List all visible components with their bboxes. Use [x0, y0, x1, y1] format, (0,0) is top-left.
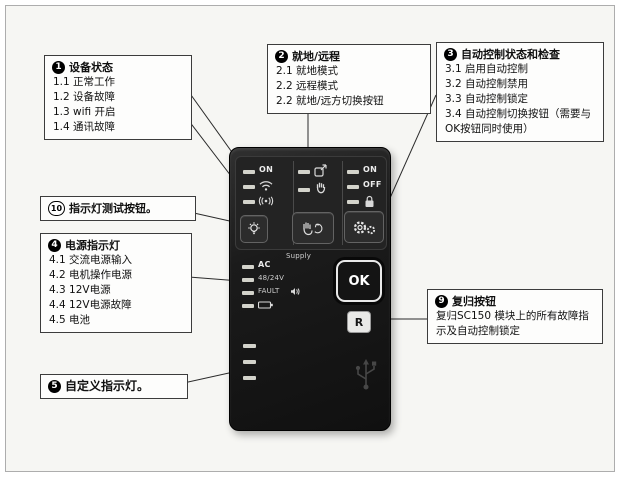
lock-icon: [365, 195, 374, 207]
lamp-test-icon: [248, 222, 260, 235]
battery-led: [242, 304, 254, 308]
callout-item: 复归SC150 模块上的所有故障指示及自动控制锁定: [436, 310, 589, 337]
callout-item: 2.2 就地/远方切换按钮: [276, 95, 384, 107]
auto-on-led: [347, 170, 359, 174]
comm-signal-icon: [258, 196, 274, 206]
callout-custom-indicators-title: 5 自定义指示灯。: [48, 379, 180, 394]
ac-power-led: [242, 265, 254, 269]
ok-button[interactable]: OK: [336, 260, 382, 302]
battery-icon: [258, 301, 273, 309]
callout-local-remote: 2 就地/远程 2.1 就地模式 2.2 远程模式 2.2 就地/远方切换按钮: [267, 44, 431, 114]
column-divider: [293, 161, 294, 245]
callout-custom-indicators-text: 自定义指示灯。: [65, 379, 150, 393]
number-badge-1: 1: [52, 61, 65, 74]
gear-icon: [353, 220, 376, 234]
comm-fault-led: [243, 200, 255, 204]
callout-auto-control-text: 自动控制状态和检查: [461, 48, 560, 61]
local-mode-led: [298, 188, 310, 192]
callout-item: 1.4 通讯故障: [53, 121, 116, 133]
usb-icon: [355, 359, 377, 390]
callout-item: 3.2 自动控制禁用: [445, 78, 529, 90]
callout-power-indicators-title: 4 电源指示灯: [48, 238, 184, 253]
fault-led: [242, 291, 254, 295]
callout-item: 2.2 远程模式: [276, 80, 339, 92]
column-divider: [342, 161, 343, 245]
number-badge-5: 5: [48, 380, 61, 393]
callout-reset-title: 9 复归按钮: [435, 294, 595, 309]
reset-button[interactable]: R: [347, 311, 371, 333]
number-badge-3: 3: [444, 48, 457, 61]
callout-power-indicators-text: 电源指示灯: [65, 239, 120, 252]
local-hand-icon: [316, 182, 326, 194]
callout-item: 4.5 电池: [49, 314, 91, 326]
callout-device-status-text: 设备状态: [69, 61, 113, 74]
callout-item: 1.1 正常工作: [53, 76, 116, 88]
auto-control-button[interactable]: [344, 211, 384, 243]
sc150-control-panel: ON: [229, 147, 391, 431]
status-on-led: [243, 170, 255, 174]
number-badge-4: 4: [48, 239, 61, 252]
callout-auto-control-title: 3 自动控制状态和检查: [444, 47, 596, 62]
motor-power-led: [242, 278, 254, 282]
callout-device-status: 1 设备状态 1.1 正常工作 1.2 设备故障 1.3 wifi 开启 1.4…: [44, 55, 192, 140]
mode-switch-icon: [303, 222, 323, 235]
remote-mode-icon: [314, 164, 327, 177]
custom-led-3: [243, 376, 256, 380]
callout-item: 3.1 启用自动控制: [445, 63, 529, 75]
callout-device-status-title: 1 设备状态: [52, 60, 184, 75]
auto-on-label: ON: [363, 165, 378, 174]
lamp-test-button[interactable]: [240, 215, 268, 243]
callout-item: 1.2 设备故障: [53, 91, 116, 103]
callout-lamp-test-title: 10 指示灯测试按钮。: [48, 201, 188, 216]
dc-voltage-label: 48/24V: [258, 274, 285, 282]
custom-led-2: [243, 360, 256, 364]
callout-auto-control: 3 自动控制状态和检查 3.1 启用自动控制 3.2 自动控制禁用 3.3 自动…: [436, 42, 604, 142]
callout-item: 4.1 交流电源输入: [49, 254, 133, 266]
wifi-icon: [259, 181, 273, 191]
speaker-icon: [291, 288, 300, 295]
callout-item: 4.3 12V电源: [49, 284, 111, 296]
callout-item: 4.4 12V电源故障: [49, 299, 132, 311]
callout-item: 1.3 wifi 开启: [53, 106, 116, 118]
fault-label: FAULT: [258, 287, 280, 295]
supply-label: Supply: [286, 252, 312, 260]
callout-lamp-test-text: 指示灯测试按钮。: [69, 202, 157, 215]
callout-reset-text: 复归按钮: [452, 295, 496, 308]
ac-label: AC: [258, 260, 271, 269]
number-badge-2: 2: [275, 50, 288, 63]
auto-off-label: OFF: [363, 180, 382, 189]
callout-reset: 9 复归按钮 复归SC150 模块上的所有故障指示及自动控制锁定: [427, 289, 603, 344]
callout-item: 2.1 就地模式: [276, 65, 339, 77]
custom-led-1: [243, 344, 256, 348]
callout-local-remote-title: 2 就地/远程: [275, 49, 423, 64]
mode-switch-button[interactable]: [292, 212, 334, 244]
number-badge-9: 9: [435, 295, 448, 308]
callout-item: 4.2 电机操作电源: [49, 269, 133, 281]
callout-custom-indicators: 5 自定义指示灯。: [40, 374, 188, 399]
callout-local-remote-text: 就地/远程: [292, 50, 341, 63]
auto-off-led: [347, 185, 359, 189]
auto-lock-led: [347, 200, 359, 204]
callout-item: 3.4 自动控制切换按钮（需要与OK按钮同时使用）: [445, 108, 592, 135]
wifi-led: [243, 185, 255, 189]
callout-item: 3.3 自动控制锁定: [445, 93, 529, 105]
remote-mode-led: [298, 170, 310, 174]
top-led-cluster: ON: [235, 156, 387, 250]
status-on-label: ON: [259, 165, 274, 174]
callout-lamp-test: 10 指示灯测试按钮。: [40, 196, 196, 221]
callout-power-indicators: 4 电源指示灯 4.1 交流电源输入 4.2 电机操作电源 4.3 12V电源 …: [40, 233, 192, 333]
number-badge-10: 10: [48, 201, 65, 216]
